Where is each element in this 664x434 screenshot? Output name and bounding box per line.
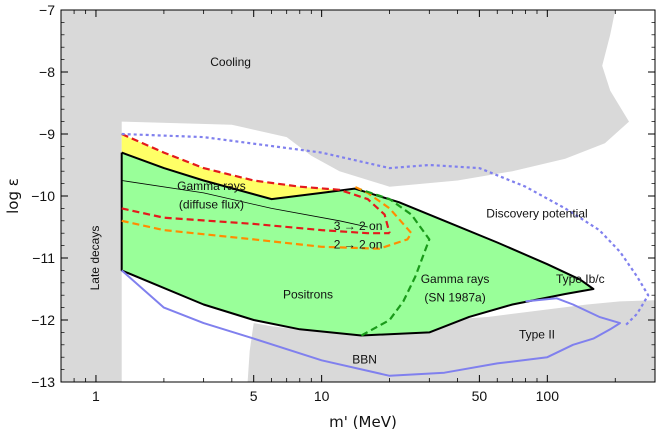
annotation-cooling: Cooling [210, 55, 251, 69]
annotation-discovery-potential: Discovery potential [486, 207, 587, 221]
line-gamma-rays-diffuse-flux-upper [121, 132, 391, 234]
line-positrons-boundary [360, 188, 431, 337]
annotation-gamma-rays: Gamma rays [177, 179, 246, 193]
region-bbn [247, 300, 655, 382]
y-axis-title: log ε [4, 178, 22, 214]
line-gamma-rays-diffuse-flux-edge [121, 180, 368, 228]
x-tick-label: 50 [472, 388, 488, 404]
ticks-layer: 1 5 10 50 100 −7 −8 −9 −10 −11 −12 −13 [31, 2, 656, 404]
annotation-diffuse-flux: (diffuse flux) [179, 197, 244, 211]
annotation-type-ii: Type II [519, 328, 555, 342]
annotation-late-decays: Late decays [88, 226, 102, 291]
annotation-3-2-on: 3 → 2 on [334, 219, 383, 233]
x-tick-label: 5 [250, 388, 258, 404]
annotation-2-2-on: 2 → 2 on [334, 238, 383, 252]
boundaries-layer [120, 132, 650, 377]
x-tick-label: 1 [92, 388, 100, 404]
y-tick-label: −7 [39, 2, 55, 18]
y-tick-label: −12 [31, 312, 55, 328]
y-tick-label: −10 [31, 188, 55, 204]
y-tick-label: −13 [31, 374, 55, 390]
annotation-type-ib-c: Type Ib/c [556, 272, 605, 286]
y-tick-label: −11 [32, 250, 55, 266]
line-type-ii [121, 269, 621, 377]
annotation-gamma-rays: Gamma rays [421, 272, 490, 286]
y-tick-label: −8 [39, 64, 55, 80]
annotation-positrons: Positrons [283, 287, 333, 301]
line-discovery-potential [121, 132, 650, 327]
line-3-2-on [121, 207, 390, 235]
region-positrons-gamma-rays-sn-1987a [121, 152, 594, 336]
x-tick-label: 10 [314, 388, 330, 404]
annotation-bbn: BBN [352, 352, 377, 366]
y-tick-label: −9 [39, 126, 55, 142]
annotation-sn-1987a: (SN 1987a) [424, 290, 485, 304]
line-2-2-on [121, 185, 413, 250]
regions-layer [61, 10, 655, 382]
line-gamma-rays-sn-1987a-boundary [120, 151, 595, 337]
x-tick-label: 100 [536, 388, 560, 404]
region-cooling [61, 10, 629, 382]
x-axis-title: m' (MeV) [329, 413, 397, 431]
